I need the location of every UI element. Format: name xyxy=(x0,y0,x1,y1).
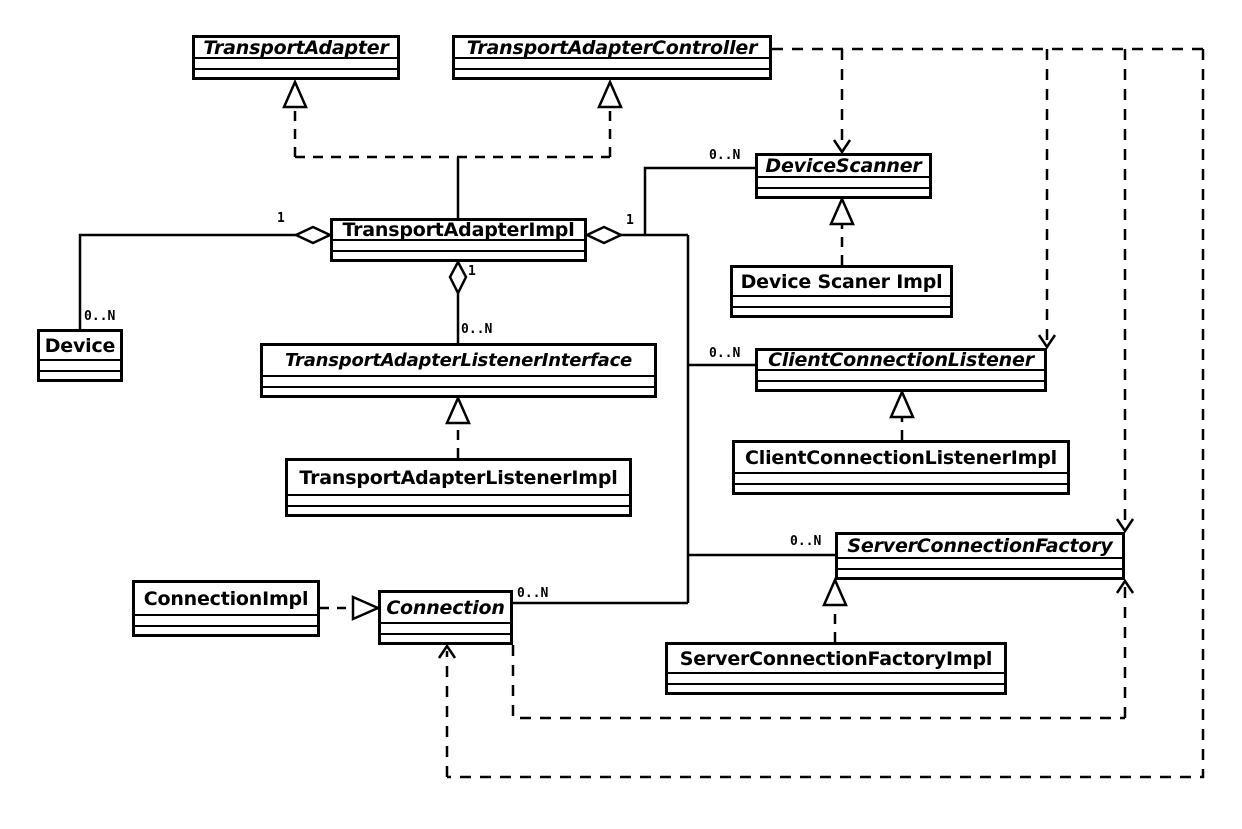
operations-compartment xyxy=(735,483,1067,492)
multiplicity-label: 0..N xyxy=(790,534,822,549)
operations-compartment xyxy=(333,250,584,259)
aggregation-edge-impl-right-structure xyxy=(513,166,835,605)
class-name: Connection xyxy=(386,596,505,619)
attributes-compartment xyxy=(195,57,397,68)
attributes-compartment xyxy=(333,239,584,250)
class-name: ClientConnectionListenerImpl xyxy=(745,446,1057,469)
operations-compartment xyxy=(758,380,1044,389)
operations-compartment xyxy=(838,568,1122,577)
class-box-device-scaner-impl: Device Scaner Impl xyxy=(730,265,953,318)
realization-edge-devicescannerimpl-devicescanner xyxy=(829,195,855,265)
dependency-edge-connection-serverconnectionfactory xyxy=(511,578,1135,720)
class-box-connection: Connection xyxy=(378,590,513,645)
class-name: DeviceScanner xyxy=(765,156,922,176)
class-name: ConnectionImpl xyxy=(143,587,309,610)
aggregation-edge-impl-listenerinterface xyxy=(448,259,468,343)
aggregation-edge-impl-device xyxy=(78,225,333,329)
class-name: Device xyxy=(44,334,116,357)
operations-compartment xyxy=(733,306,950,315)
multiplicity-label: 0..N xyxy=(461,322,493,337)
class-box-server-connection-factory-impl: ServerConnectionFactoryImpl xyxy=(665,642,1007,695)
attributes-compartment xyxy=(735,472,1067,483)
realization-edge-clientconnectionlistenerimpl-clientconnectionlistener xyxy=(889,388,915,440)
class-box-transport-adapter-listener-interface: TransportAdapterListenerInterface xyxy=(260,343,657,398)
multiplicity-label: 1 xyxy=(277,211,285,226)
multiplicity-label: 0..N xyxy=(709,346,741,361)
attributes-compartment xyxy=(40,359,120,370)
attributes-compartment xyxy=(758,176,929,187)
attributes-compartment xyxy=(838,557,1122,568)
class-box-transport-adapter-controller: TransportAdapterController xyxy=(452,35,772,80)
class-name: ServerConnectionFactory xyxy=(847,535,1113,557)
operations-compartment xyxy=(668,683,1004,692)
class-box-transport-adapter: TransportAdapter xyxy=(192,35,400,80)
multiplicity-label: 0..N xyxy=(84,309,116,324)
attributes-compartment xyxy=(455,57,769,68)
operations-compartment xyxy=(263,386,654,395)
attributes-compartment xyxy=(381,622,510,633)
class-box-transport-adapter-listener-impl: TransportAdapterListenerImpl xyxy=(285,458,632,517)
attributes-compartment xyxy=(263,375,654,386)
class-box-server-connection-factory: ServerConnectionFactory xyxy=(835,532,1125,580)
class-name: TransportAdapterListenerInterface xyxy=(284,350,633,371)
attributes-compartment xyxy=(288,494,629,505)
class-box-device: Device xyxy=(37,329,123,382)
class-name: TransportAdapterController xyxy=(466,38,758,57)
attributes-compartment xyxy=(733,295,950,306)
class-box-client-connection-listener-impl: ClientConnectionListenerImpl xyxy=(732,440,1070,495)
class-box-device-scanner: DeviceScanner xyxy=(755,153,932,199)
operations-compartment xyxy=(40,370,120,379)
multiplicity-label: 1 xyxy=(626,213,634,228)
class-name: TransportAdapterListenerImpl xyxy=(299,466,618,489)
class-name: TransportAdapterImpl xyxy=(342,221,575,239)
class-box-transport-adapter-impl: TransportAdapterImpl xyxy=(330,218,587,262)
attributes-compartment xyxy=(758,369,1044,380)
dependency-edge-controller-fanout xyxy=(437,47,1205,779)
operations-compartment xyxy=(288,505,629,514)
operations-compartment xyxy=(455,68,769,77)
class-box-connection-impl: ConnectionImpl xyxy=(132,580,320,637)
class-name: ServerConnectionFactoryImpl xyxy=(679,647,993,670)
class-name: ClientConnectionListener xyxy=(768,351,1034,369)
operations-compartment xyxy=(381,633,510,642)
realization-edge-serverconnectionfactoryimpl-serverconnectionfactory xyxy=(822,576,848,642)
realization-edge-listenerimpl-listenerinterface xyxy=(445,394,471,458)
realization-edge-connectionimpl-connection xyxy=(320,595,382,621)
multiplicity-label: 0..N xyxy=(517,586,549,601)
class-name: Device Scaner Impl xyxy=(740,270,943,293)
multiplicity-label: 1 xyxy=(468,264,476,279)
attributes-compartment xyxy=(668,672,1004,683)
class-box-client-connection-listener: ClientConnectionListener xyxy=(755,348,1047,392)
multiplicity-label: 0..N xyxy=(709,148,741,163)
operations-compartment xyxy=(135,625,317,634)
class-name: TransportAdapter xyxy=(203,38,389,57)
operations-compartment xyxy=(758,187,929,196)
operations-compartment xyxy=(195,68,397,77)
realization-edge-impl-transportadapter-controller xyxy=(282,78,623,218)
attributes-compartment xyxy=(135,614,317,625)
